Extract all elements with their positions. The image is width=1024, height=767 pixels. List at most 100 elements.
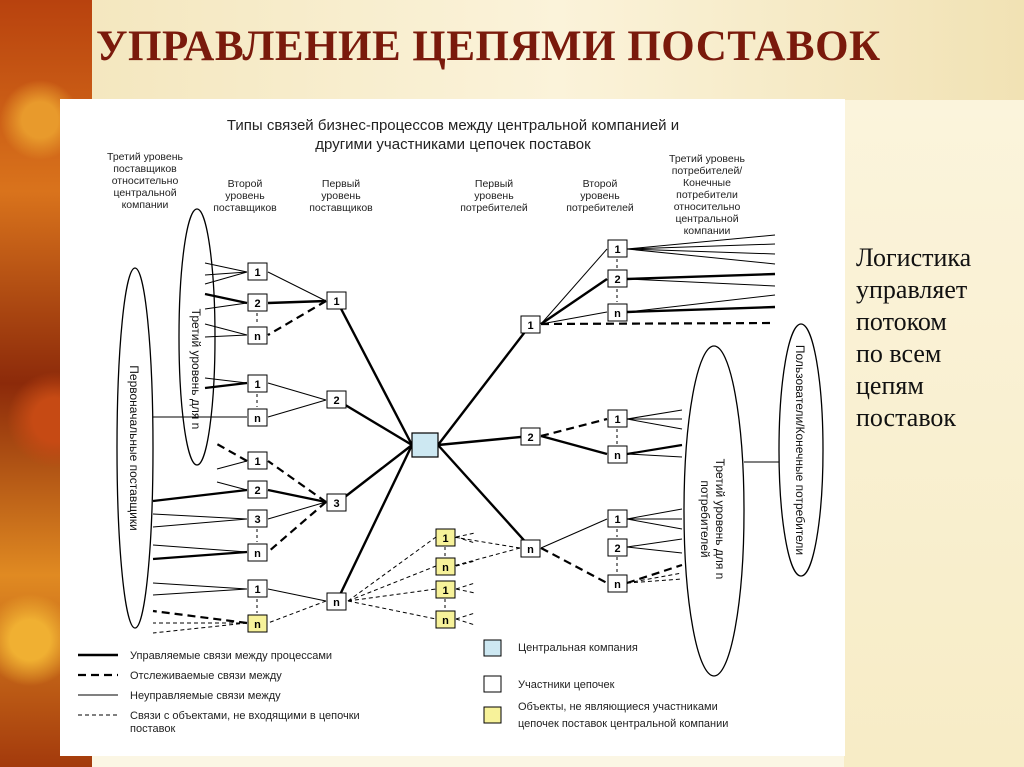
- supplier-tier2-node-2a: 2: [247, 293, 268, 312]
- slide-title: УПРАВЛЕНИЕ ЦЕПЯМИ ПОСТАВОК: [96, 23, 881, 70]
- svg-text:центральной: центральной: [113, 187, 176, 199]
- side-note-line-3: потоком: [856, 307, 947, 336]
- customer-tier2-node-2c: 2: [607, 538, 628, 557]
- svg-text:Третий уровень: Третий уровень: [107, 151, 184, 163]
- svg-text:1: 1: [254, 267, 260, 279]
- background-decoration-right: [844, 100, 1024, 767]
- svg-text:3: 3: [254, 514, 260, 526]
- svg-text:n: n: [442, 615, 449, 627]
- customer-tier2-node-2a: 2: [607, 269, 628, 288]
- supplier-tier2-node-3c: 3: [247, 509, 268, 528]
- header-tier1-customers: Первый уровень потребителей: [460, 178, 528, 214]
- diagram-title-line-2: другими участниками цепочек поставок: [315, 136, 591, 153]
- supplier-tier2-node-1d: 1: [247, 579, 268, 598]
- legend-non-member-entities-2: цепочек поставок центральной компании: [518, 718, 728, 730]
- supplier-tier2-node-1c: 1: [247, 451, 268, 470]
- legend-non-members-2: поставок: [130, 723, 175, 735]
- svg-text:n: n: [614, 579, 621, 591]
- side-note-line-6: поставок: [856, 403, 957, 432]
- svg-text:n: n: [254, 413, 261, 425]
- svg-text:Первый: Первый: [322, 178, 360, 190]
- supply-chain-diagram: Типы связей бизнес-процессов между центр…: [78, 117, 824, 735]
- svg-text:1: 1: [254, 584, 260, 596]
- svg-text:1: 1: [614, 514, 620, 526]
- svg-text:n: n: [614, 450, 621, 462]
- non-member-node-1b: 1: [435, 580, 456, 599]
- svg-text:n: n: [442, 562, 449, 574]
- non-member-node-na: n: [435, 557, 456, 576]
- svg-text:относительно: относительно: [112, 175, 179, 187]
- svg-text:поставщиков: поставщиков: [113, 163, 177, 175]
- svg-text:2: 2: [614, 543, 620, 555]
- svg-text:2: 2: [254, 485, 260, 497]
- svg-text:n: n: [614, 308, 621, 320]
- svg-text:1: 1: [442, 585, 448, 597]
- header-tier3-customers: Третий уровень потребителей/ Конечные по…: [669, 153, 746, 237]
- svg-text:n: n: [254, 331, 261, 343]
- svg-text:уровень: уровень: [474, 190, 514, 202]
- supplier-tier2-node-2c: 2: [247, 480, 268, 499]
- svg-text:n: n: [333, 597, 340, 609]
- svg-text:потребителей/: потребителей/: [672, 165, 743, 177]
- svg-text:1: 1: [254, 379, 260, 391]
- svg-text:уровень: уровень: [580, 190, 620, 202]
- ellipse-tier3-suppliers-label: Третий уровень для n: [189, 309, 203, 430]
- customer-tier1-node-1: 1: [520, 315, 541, 334]
- svg-text:1: 1: [614, 244, 620, 256]
- customer-tier2-node-nb: n: [607, 445, 628, 464]
- legend-non-member-entities-1: Объекты, не являющиеся участниками: [518, 701, 718, 713]
- ellipse-tier3-customers: [683, 345, 745, 677]
- supplier-tier1-node-2: 2: [326, 390, 347, 409]
- side-note-line-5: цепям: [856, 371, 924, 400]
- svg-text:n: n: [527, 544, 534, 556]
- svg-text:2: 2: [254, 298, 260, 310]
- svg-text:n: n: [254, 619, 261, 631]
- customer-tier2-node-1a: 1: [607, 239, 628, 258]
- svg-text:1: 1: [614, 414, 620, 426]
- ellipse-end-users: [778, 323, 824, 577]
- customer-tier2-node-na: n: [607, 303, 628, 322]
- svg-text:2: 2: [527, 432, 533, 444]
- svg-text:потребителей: потребителей: [460, 202, 528, 214]
- diagram-title-line-1: Типы связей бизнес-процессов между центр…: [227, 117, 679, 134]
- header-tier1-suppliers: Первый уровень поставщиков: [309, 178, 373, 214]
- svg-text:2: 2: [614, 274, 620, 286]
- svg-text:поставщиков: поставщиков: [309, 202, 373, 214]
- svg-text:Конечные: Конечные: [683, 177, 731, 189]
- connections: [152, 234, 779, 634]
- ellipse-initial-suppliers: [116, 267, 154, 629]
- customer-tier2-node-1c: 1: [607, 509, 628, 528]
- svg-text:1: 1: [442, 533, 448, 545]
- svg-text:1: 1: [254, 456, 260, 468]
- legend-managed: Управляемые связи между процессами: [130, 650, 332, 662]
- supplier-tier2-node-nd: n: [247, 614, 268, 633]
- svg-text:потребители: потребители: [676, 189, 738, 201]
- diagram-panel: Типы связей бизнес-процессов между центр…: [60, 99, 845, 756]
- svg-text:n: n: [254, 548, 261, 560]
- customer-tier1-node-2: 2: [520, 427, 541, 446]
- ellipse-tier3-customers-label-1: Третий уровень для n: [713, 459, 727, 580]
- svg-text:уровень: уровень: [225, 190, 265, 202]
- svg-text:Второй: Второй: [583, 178, 618, 190]
- legend-central: Центральная компания: [518, 642, 638, 654]
- supplier-tier2-node-1b: 1: [247, 374, 268, 393]
- legend-non-members-1: Связи с объектами, не входящими в цепочк…: [130, 710, 360, 722]
- supplier-tier2-node-nc: n: [247, 543, 268, 562]
- non-member-node-1a: 1: [435, 528, 456, 547]
- supplier-tier1-node-3: 3: [326, 493, 347, 512]
- customer-tier2-node-1b: 1: [607, 409, 628, 428]
- side-note-line-2: управляет: [856, 275, 968, 304]
- ellipse-initial-suppliers-label: Первоначальные поставщики: [127, 365, 141, 530]
- supplier-tier2-node-na: n: [247, 326, 268, 345]
- svg-text:Второй: Второй: [228, 178, 263, 190]
- legend-unmanaged: Неуправляемые связи между: [130, 690, 281, 702]
- header-tier2-suppliers: Второй уровень поставщиков: [213, 178, 277, 214]
- supplier-tier1-node-n: n: [326, 592, 347, 611]
- supplier-tier2-node-nb: n: [247, 408, 268, 427]
- ellipse-end-users-label: Пользователи/Конечные потребители: [793, 345, 807, 555]
- svg-text:центральной: центральной: [675, 213, 738, 225]
- legend: Управляемые связи между процессами Отсле…: [78, 639, 728, 735]
- svg-text:потребителей: потребителей: [566, 202, 634, 214]
- background-decoration-top: [92, 0, 1024, 100]
- ellipse-tier3-customers-label-2: потребителей: [698, 480, 712, 557]
